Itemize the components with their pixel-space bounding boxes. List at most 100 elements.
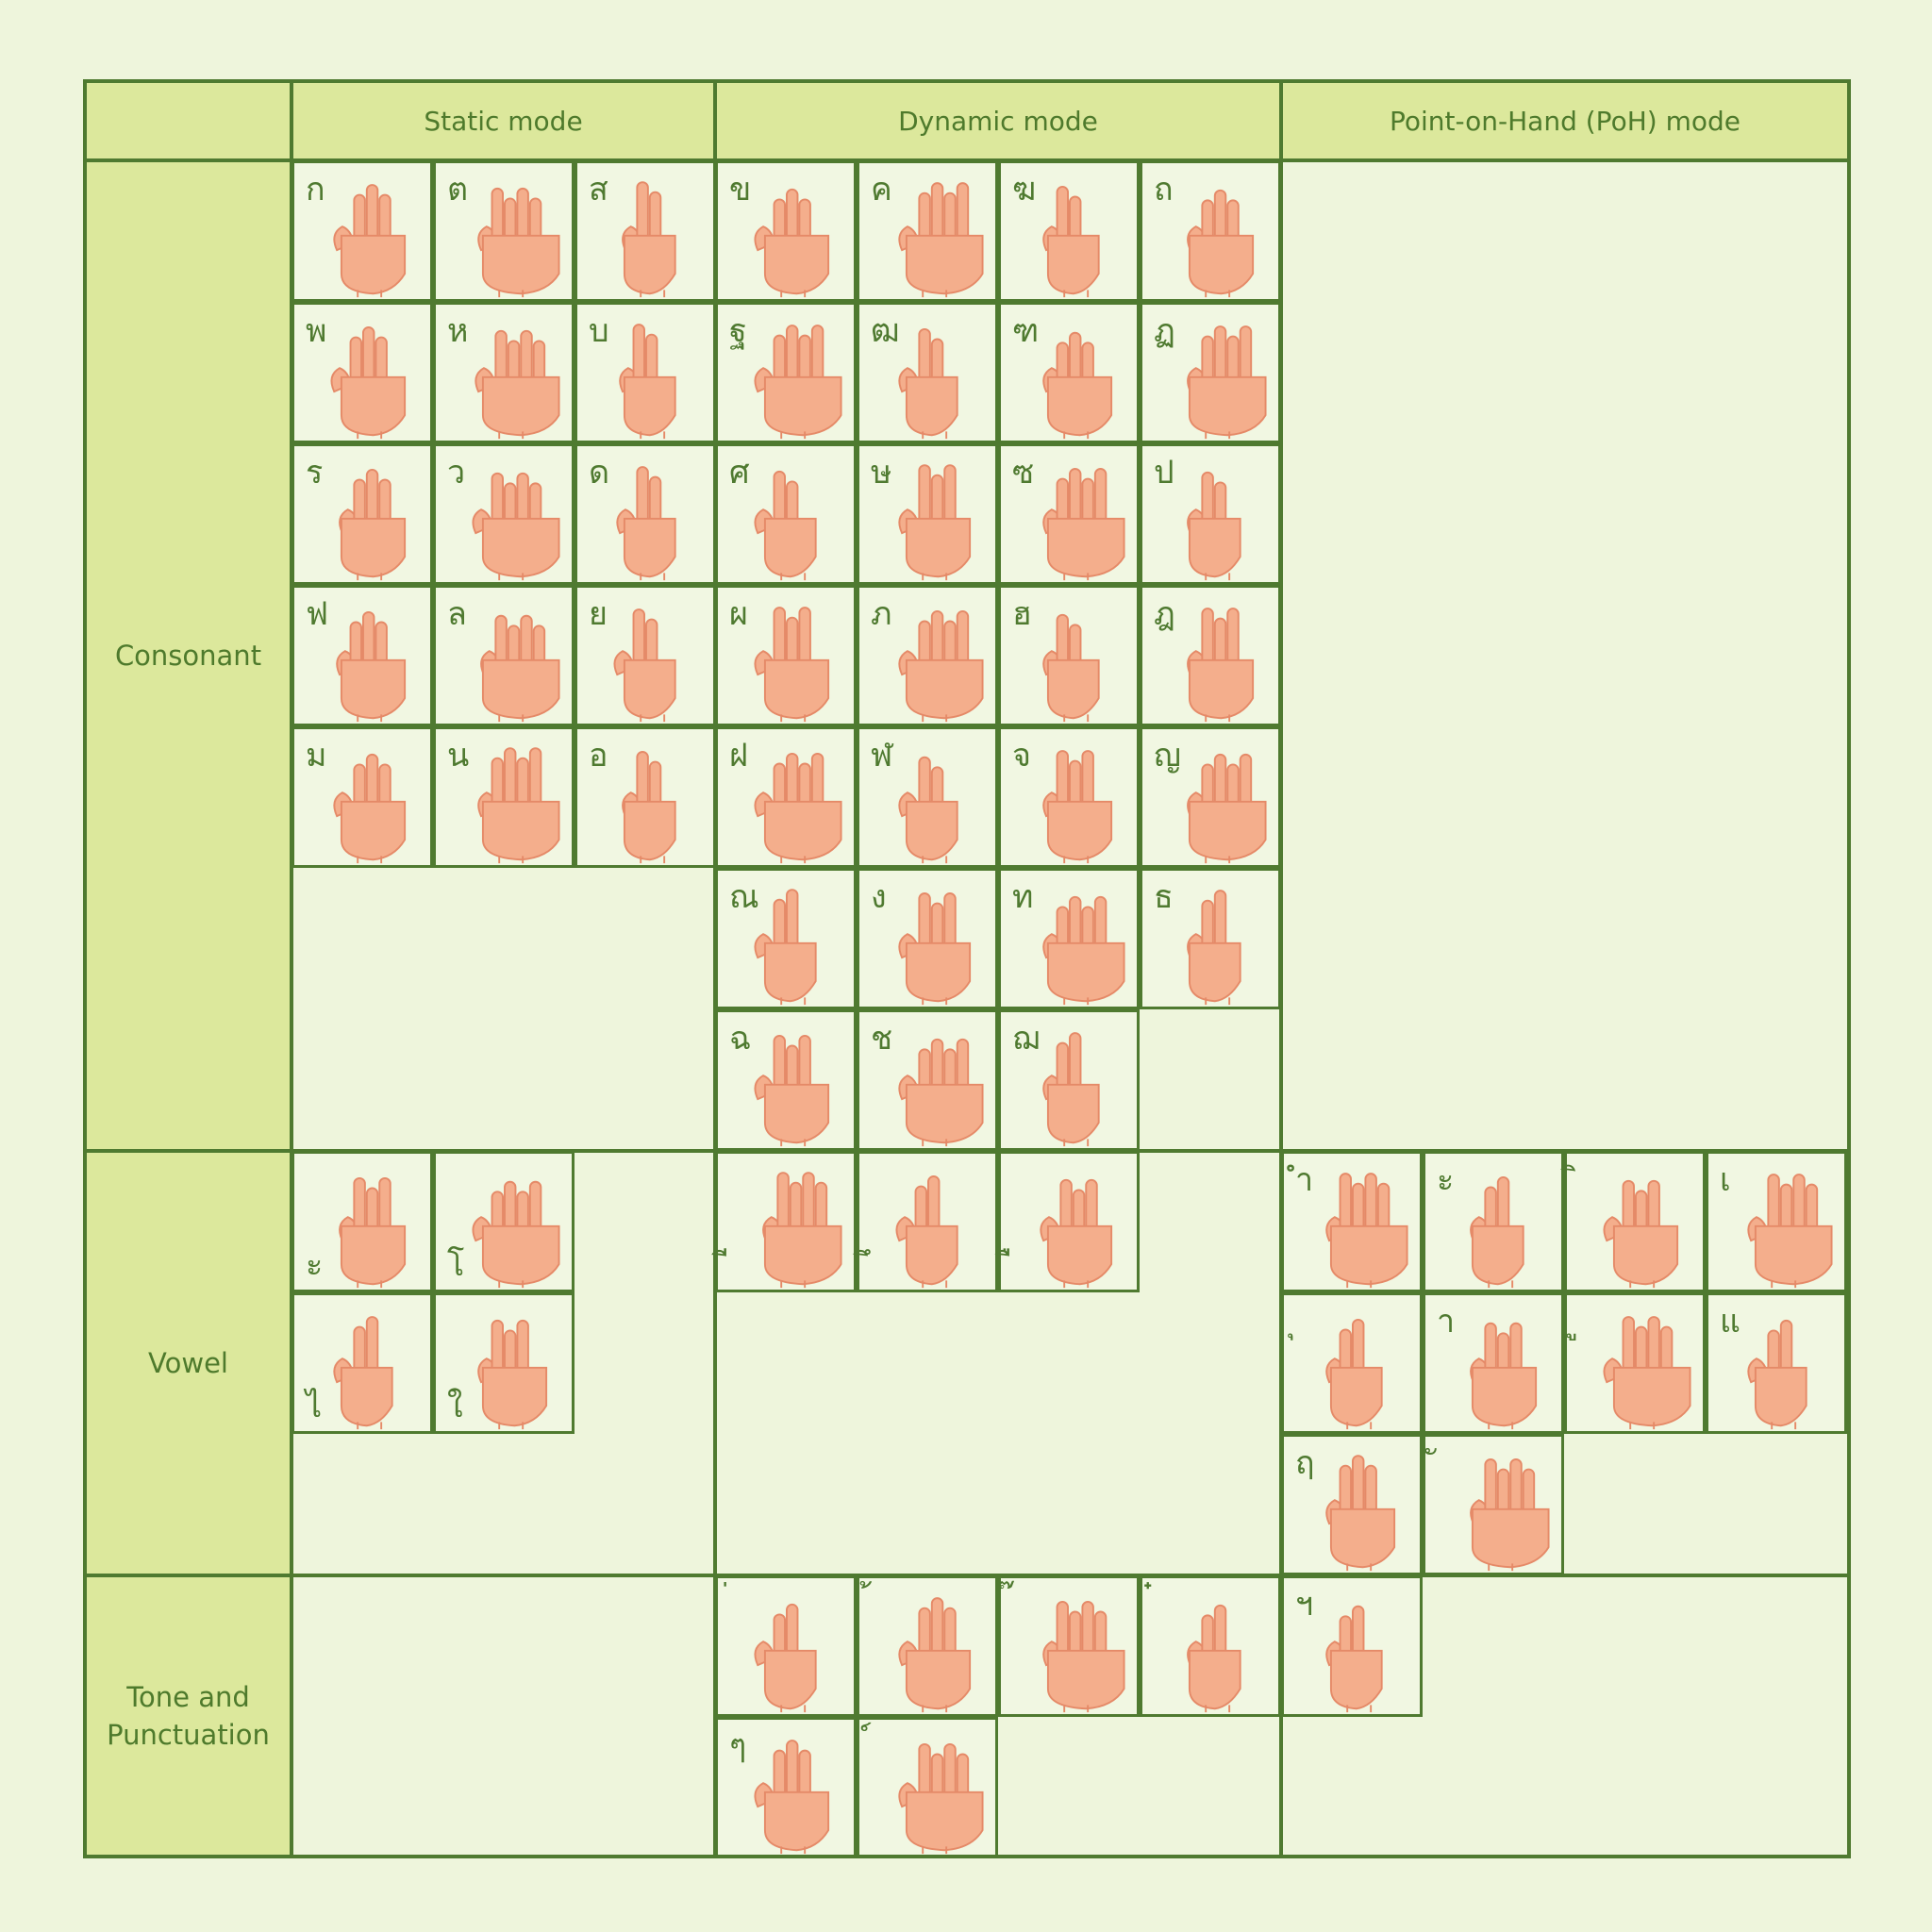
consonant-static-cell: ย: [575, 585, 716, 726]
thai-character-label: ไ: [306, 1388, 323, 1425]
row-header-tone-punctuation: Tone and Punctuation: [85, 1575, 291, 1857]
consonant-static-cell: น: [433, 726, 575, 868]
thai-character-label: ใ: [447, 1388, 463, 1425]
thai-character-label: บ: [589, 312, 609, 350]
thai-character-label: ธ: [1154, 878, 1174, 916]
thai-character-label: ฆ: [1012, 171, 1037, 208]
thai-character-label: ล: [447, 595, 467, 633]
tone-dynamic-cell: ๊: [998, 1575, 1140, 1717]
thai-character-label: ว: [447, 454, 466, 491]
thai-character-label: ณ: [729, 878, 759, 916]
thai-character-label: ก: [306, 171, 325, 208]
consonant-dynamic-cell: ค: [857, 160, 998, 302]
consonant-dynamic-cell: ฆ: [998, 160, 1140, 302]
vowel-poh-cell: ั: [1423, 1434, 1564, 1575]
vowel-poh-cell: า: [1423, 1292, 1564, 1434]
thai-character-label: ช: [871, 1020, 893, 1058]
thai-character-label: ผ: [729, 595, 748, 633]
vowel-poh-cell: ะ: [1423, 1151, 1564, 1292]
row-header-vowel: Vowel: [85, 1151, 291, 1575]
consonant-dynamic-cell: ซ: [998, 443, 1140, 585]
thai-character-label: ๆ: [729, 1727, 747, 1765]
consonant-static-cell: ม: [291, 726, 433, 868]
thai-character-label: โ: [447, 1246, 465, 1284]
thai-character-label: ฎ: [1154, 595, 1175, 633]
consonant-dynamic-cell: ษ: [857, 443, 998, 585]
consonant-dynamic-cell: ญ: [1140, 726, 1281, 868]
thai-character-label: ฬ: [871, 737, 893, 774]
thai-character-label: ญ: [1154, 737, 1181, 774]
thai-character-label: ฮ: [1012, 595, 1032, 633]
thai-character-label: ฤ: [1295, 1444, 1315, 1482]
thai-character-label: ป: [1154, 454, 1174, 491]
vowel-poh-cell: ฤ: [1281, 1434, 1423, 1575]
consonant-dynamic-cell: ช: [857, 1009, 998, 1151]
thai-character-label: ศ: [729, 454, 750, 491]
column-header-poh: Point-on-Hand (PoH) mode: [1281, 81, 1849, 160]
thai-character-label: อ: [589, 737, 608, 774]
thai-character-label: า: [1437, 1303, 1456, 1341]
vowel-poh-cell: เ: [1706, 1151, 1847, 1292]
thai-character-label: ฝ: [729, 737, 748, 774]
thai-character-label: ค: [871, 171, 892, 208]
consonant-dynamic-cell: ผ: [715, 585, 857, 726]
thai-character-label: ร: [306, 454, 324, 491]
thai-character-label: เ: [1720, 1161, 1731, 1199]
thai-character-label: ถ: [1154, 171, 1174, 208]
consonant-dynamic-cell: ฉ: [715, 1009, 857, 1151]
thai-character-label: ภ: [871, 595, 892, 633]
vowel-poh-cell: ำ: [1281, 1151, 1423, 1292]
thai-character-label: พ: [306, 312, 327, 350]
thai-character-label: ฉ: [729, 1020, 752, 1058]
consonant-static-cell: ห: [433, 302, 575, 443]
tone-dynamic-cell: ๆ: [715, 1717, 857, 1858]
column-header-dynamic: Dynamic mode: [715, 81, 1281, 160]
consonant-dynamic-cell: ฐ: [715, 302, 857, 443]
row-header-consonant: Consonant: [85, 160, 291, 1151]
thai-character-label: ษ: [871, 454, 892, 491]
consonant-dynamic-cell: จ: [998, 726, 1140, 868]
consonant-static-cell: ว: [433, 443, 575, 585]
thai-character-label: ฟ: [306, 595, 329, 633]
consonant-static-cell: อ: [575, 726, 716, 868]
consonant-dynamic-cell: ฎ: [1140, 585, 1281, 726]
vowel-poh-cell: ิ: [1564, 1151, 1706, 1292]
thai-character-label: ฐ: [729, 312, 747, 350]
consonant-dynamic-cell: ฌ: [998, 1009, 1140, 1151]
column-header-static: Static mode: [291, 81, 715, 160]
consonant-dynamic-cell: ท: [998, 868, 1140, 1009]
thai-character-label: ข: [729, 171, 752, 208]
thai-character-label: ส: [589, 171, 608, 208]
consonant-static-cell: ด: [575, 443, 716, 585]
tone-dynamic-cell: ์: [857, 1717, 998, 1858]
thai-character-label: ฯ: [1295, 1586, 1314, 1624]
consonant-static-cell: ล: [433, 585, 575, 726]
tone-dynamic-cell: ่: [715, 1575, 857, 1717]
vowel-static-cell: โ: [433, 1151, 575, 1292]
consonant-dynamic-cell: ภ: [857, 585, 998, 726]
thai-character-label: ะ: [306, 1246, 324, 1284]
vowel-dynamic-cell: ี: [715, 1151, 857, 1292]
thai-character-label: ะ: [1437, 1161, 1455, 1199]
consonant-static-cell: พ: [291, 302, 433, 443]
tone-dynamic-cell: ๋: [1140, 1575, 1281, 1717]
consonant-dynamic-cell: ฏ: [1140, 302, 1281, 443]
vowel-poh-cell: ู: [1564, 1292, 1706, 1434]
consonant-dynamic-cell: ศ: [715, 443, 857, 585]
thai-character-label: ำ: [1295, 1161, 1314, 1199]
vowel-dynamic-cell: ื: [998, 1151, 1140, 1292]
thai-character-label: จ: [1012, 737, 1031, 774]
vowel-static-cell: ไ: [291, 1292, 433, 1434]
consonant-dynamic-cell: ฬ: [857, 726, 998, 868]
vowel-poh-cell: ุ: [1281, 1292, 1423, 1434]
thai-character-label: ห: [447, 312, 469, 350]
thai-character-label: ย: [589, 595, 608, 633]
thai-character-label: ต: [447, 171, 469, 208]
vowel-static-cell: ะ: [291, 1151, 433, 1292]
thai-character-label: ฏ: [1154, 312, 1175, 350]
thai-character-label: ม: [306, 737, 327, 774]
consonant-static-cell: บ: [575, 302, 716, 443]
consonant-dynamic-cell: ฒ: [857, 302, 998, 443]
tone-dynamic-cell: ้: [857, 1575, 998, 1717]
thai-character-label: ง: [871, 878, 887, 916]
